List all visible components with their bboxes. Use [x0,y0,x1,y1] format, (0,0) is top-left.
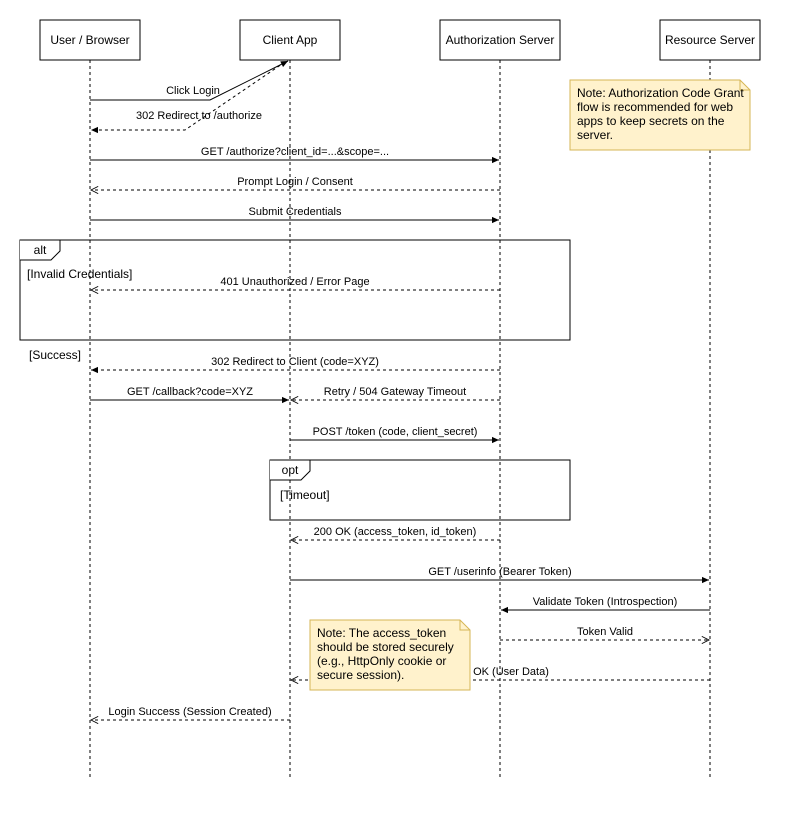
message-get-authorize-label: GET /authorize?client_id=...&scope=... [201,146,389,158]
message-click-login-label: Click Login [166,85,220,97]
note-token-line-2: should be stored securely [317,640,454,654]
message-post-token: POST /token (code, client_secret) [290,426,499,444]
note-grant-line-3: apps to keep secrets on the [577,114,725,128]
message-unauthorized-label: 401 Unauthorized / Error Page [220,276,369,288]
message-token-ok-label: 200 OK (access_token, id_token) [314,526,477,538]
message-submit-credentials-label: Submit Credentials [249,206,342,218]
message-validate-token: Validate Token (Introspection) [501,596,710,614]
message-redirect-client-label: 302 Redirect to Client (code=XYZ) [211,356,379,368]
message-get-userinfo-label: GET /userinfo (Bearer Token) [428,566,571,578]
message-retry-timeout: Retry / 504 Gateway Timeout [291,386,500,400]
frame-opt-keyword: opt [282,463,299,477]
frame-opt: opt [Timeout] [269,459,571,521]
lifelines [89,60,711,780]
actor-client: Client App [239,19,341,61]
frame-alt-guard: [Invalid Credentials] [27,267,132,281]
message-callback-label: GET /callback?code=XYZ [127,386,253,398]
actor-auth-label: Authorization Server [446,33,555,47]
message-redirect-client: 302 Redirect to Client (code=XYZ) [91,356,500,374]
message-callback: GET /callback?code=XYZ [90,386,289,404]
frame-opt-guard: [Timeout] [280,488,330,502]
note-grant: Note: Authorization Code Grant flow is r… [569,79,751,151]
actor-auth: Authorization Server [439,19,561,61]
actor-resource: Resource Server [659,19,761,61]
message-token-valid-label: Token Valid [577,626,633,638]
message-redirect-authorize-label: 302 Redirect to /authorize [136,110,262,122]
guard-success: [Success] [29,348,81,362]
message-login-success: Login Success (Session Created) [91,706,290,720]
note-token-line-1: Note: The access_token [317,626,446,640]
note-token: Note: The access_token should be stored … [309,619,471,691]
message-redirect-authorize: 302 Redirect to /authorize [91,61,286,134]
note-token-line-4: secure session). [317,668,404,682]
message-get-userinfo: GET /userinfo (Bearer Token) [290,566,709,584]
actor-resource-label: Resource Server [665,33,755,47]
frame-alt: alt [Invalid Credentials] [19,239,571,341]
note-grant-line-4: server. [577,128,613,142]
message-unauthorized: 401 Unauthorized / Error Page [91,276,500,290]
note-grant-line-2: flow is recommended for web [577,100,733,114]
message-post-token-label: POST /token (code, client_secret) [313,426,478,438]
actor-user-label: User / Browser [50,33,129,47]
message-token-ok: 200 OK (access_token, id_token) [291,526,500,540]
message-get-authorize: GET /authorize?client_id=...&scope=... [90,146,499,164]
message-submit-credentials: Submit Credentials [90,206,499,224]
message-user-data-label: OK (User Data) [473,666,549,678]
note-grant-line-1: Note: Authorization Code Grant [577,86,744,100]
message-login-success-label: Login Success (Session Created) [108,706,271,718]
frame-alt-keyword: alt [34,243,47,257]
note-token-line-3: (e.g., HttpOnly cookie or [317,654,446,668]
actor-client-label: Client App [263,33,318,47]
message-token-valid: Token Valid [500,626,709,640]
message-retry-timeout-label: Retry / 504 Gateway Timeout [324,386,466,398]
actor-user: User / Browser [39,19,141,61]
message-validate-token-label: Validate Token (Introspection) [533,596,678,608]
message-click-login: Click Login [90,60,289,101]
message-prompt-login: Prompt Login / Consent [91,176,500,190]
message-prompt-login-label: Prompt Login / Consent [237,176,353,188]
